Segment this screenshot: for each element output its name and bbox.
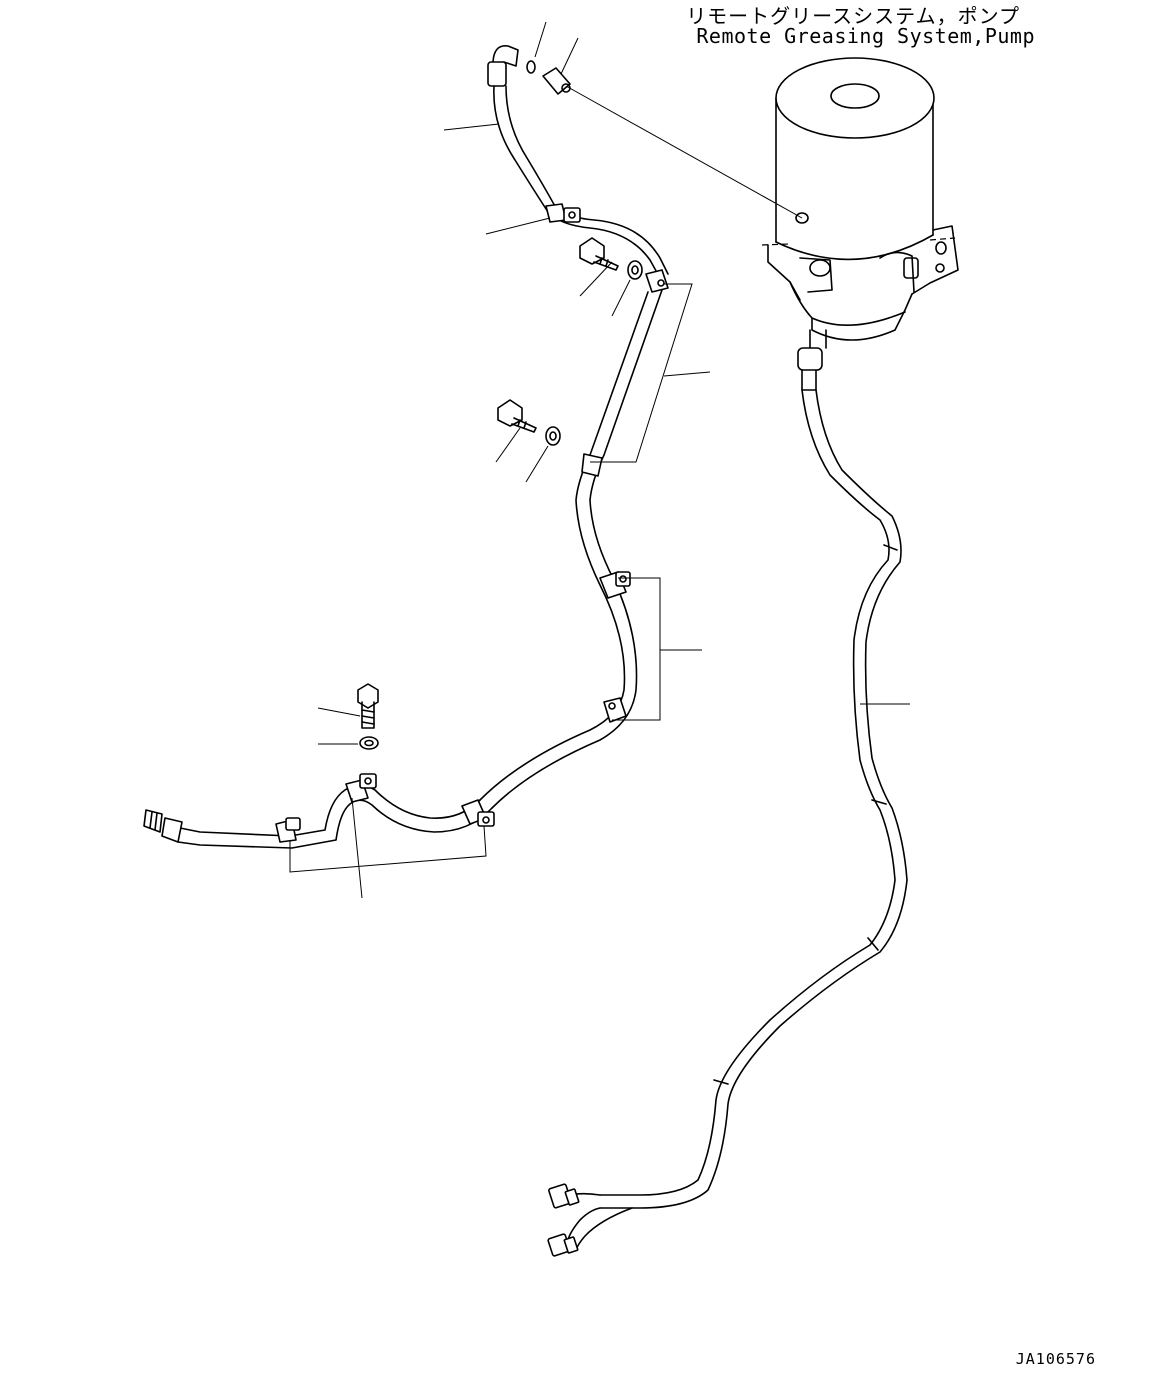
leader-fitting-to-pump [565, 85, 803, 219]
title-japanese: リモートグリースシステム，ポンプ [686, 4, 1020, 28]
grease-pump [761, 57, 959, 391]
bolt-middle [497, 399, 537, 433]
bolt-lower [357, 683, 379, 729]
straight-fitting [542, 67, 571, 95]
washer-lower [359, 736, 379, 750]
hose-left [143, 85, 669, 849]
harness-right [547, 389, 908, 1257]
title-english: Remote Greasing System,Pump [696, 24, 1035, 48]
drawing-id: JA106576 [1015, 1350, 1096, 1368]
elbow-fitting [487, 45, 519, 87]
washer-upper [627, 260, 643, 280]
o-ring [526, 60, 536, 74]
bolt-upper [579, 237, 619, 271]
washer-middle [545, 426, 561, 446]
leader-lines [289, 21, 910, 899]
